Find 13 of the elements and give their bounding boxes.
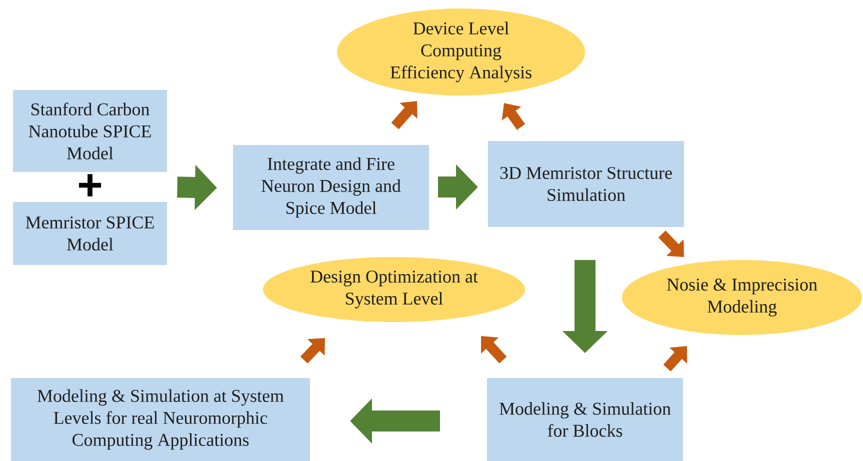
- process-box: Memristor SPICE Model: [13, 202, 167, 265]
- arrow: [658, 230, 684, 257]
- arrow: [663, 346, 688, 372]
- plus-sign: +: [79, 174, 102, 196]
- arrow: [391, 101, 418, 130]
- process-box: Stanford Carbon Nanotube SPICE Model: [13, 90, 167, 172]
- process-box: Modeling & Simulation at System Levels for real Neuromorphic Computing Applications: [11, 378, 310, 461]
- arrow: [502, 103, 526, 130]
- process-box: Modeling & Simulation for Blocks: [487, 378, 683, 461]
- process-box: 3D Memristor Structure Simulation: [488, 141, 684, 227]
- arrow: [300, 338, 325, 364]
- process-box: Integrate and Fire Neuron Design and Spice Model: [233, 145, 429, 230]
- arrow: [481, 336, 507, 364]
